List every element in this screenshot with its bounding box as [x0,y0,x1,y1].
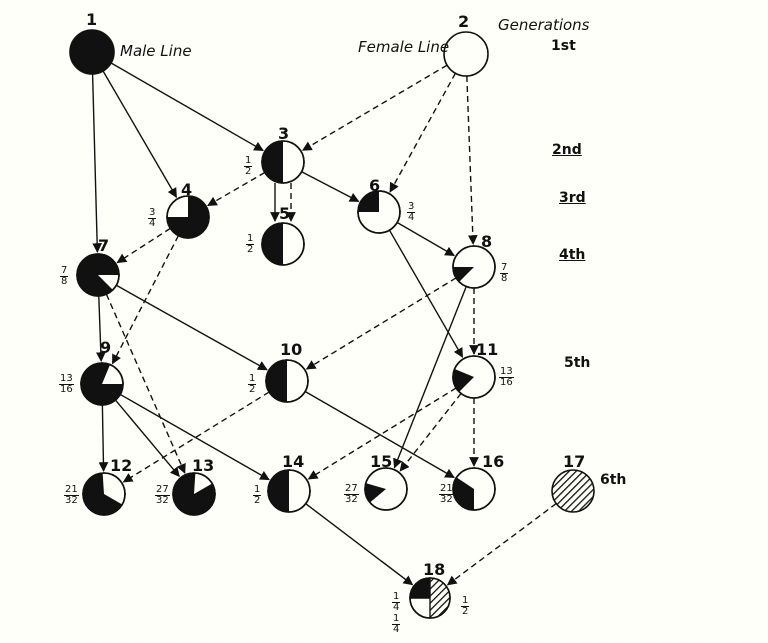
female-line-label: Female Line [358,38,450,56]
link-7-to-13 [105,293,186,474]
generations-label: Generations [498,16,590,34]
individual-10-symbol [265,359,309,403]
individual-16-symbol [452,467,496,511]
link-17-to-18 [446,503,557,586]
individual-4-number: 4 [181,180,193,199]
individual-13-number: 13 [192,456,215,475]
individual-18-symbol [409,577,451,619]
individual-14-number: 14 [282,452,305,471]
link-9-to-12 [98,404,109,472]
link-1-to-4 [102,70,178,198]
generation-5th: 5th [564,355,591,371]
individual-1-symbol [69,29,115,75]
link-11-to-15 [399,393,462,472]
individual-13-symbol [172,472,216,516]
link-2-to-8 [466,75,478,245]
link-14-to-18 [305,503,414,586]
individual-8-number: 8 [481,232,493,251]
generation-2nd: 2nd [552,142,582,158]
individual-3-symbol [261,140,305,184]
individual-2-number: 2 [458,12,470,31]
link-1-to-7 [91,73,103,253]
link-10-to-16 [304,390,455,479]
individual-9-symbol [80,362,124,406]
link-4-to-9 [111,235,180,365]
link-7-to-9 [95,295,106,362]
individual-14-symbol [267,469,311,513]
individual-10-number: 10 [280,340,303,359]
individual-2-symbol [443,31,489,77]
link-6-to-11 [388,229,464,358]
link-1-to-3 [110,62,264,152]
individual-5-number: 5 [279,204,291,223]
individual-15-symbol [364,467,408,511]
generation-3rd: 3rd [559,190,586,206]
link-3-to-6 [301,171,360,202]
individual-11-symbol [452,355,496,399]
link-7-to-10 [115,284,268,371]
individual-5-symbol [261,222,305,266]
individual-6-number: 6 [369,176,381,195]
individual-17-number: 17 [563,452,586,471]
link-9-to-14 [119,393,270,481]
individual-12-number: 12 [110,456,133,475]
link-2-to-6 [389,72,457,193]
link-2-to-3 [301,64,448,151]
individual-17-symbol [551,469,595,513]
generation-1st: 1st [551,38,576,54]
male-line-label: Male Line [120,42,192,60]
link-10-to-12 [122,391,270,483]
individual-16-number: 16 [482,452,505,471]
individual-11-number: 11 [476,340,499,359]
individual-1-number: 1 [86,10,98,29]
link-8-to-10 [305,277,457,370]
individual-12-symbol [82,472,126,516]
link-9-to-13 [114,399,180,478]
link-3-to-4 [207,171,266,207]
individual-6-symbol [357,190,401,234]
nodes-layer [69,29,595,619]
individual-9-number: 9 [100,338,112,357]
links-layer [91,62,557,586]
individual-3-number: 3 [278,124,290,143]
individual-8-symbol [452,245,496,289]
link-8-to-15 [393,286,467,469]
generation-4th: 4th [559,247,586,263]
individual-15-number: 15 [370,452,393,471]
link-11-to-14 [307,387,457,480]
individual-7-number: 7 [98,236,110,255]
individual-4-symbol [166,195,210,239]
individual-18-number: 18 [423,560,446,579]
individual-7-symbol [76,253,120,297]
link-4-to-7 [116,227,171,264]
link-6-to-8 [396,221,455,257]
generation-6th: 6th [600,472,627,488]
